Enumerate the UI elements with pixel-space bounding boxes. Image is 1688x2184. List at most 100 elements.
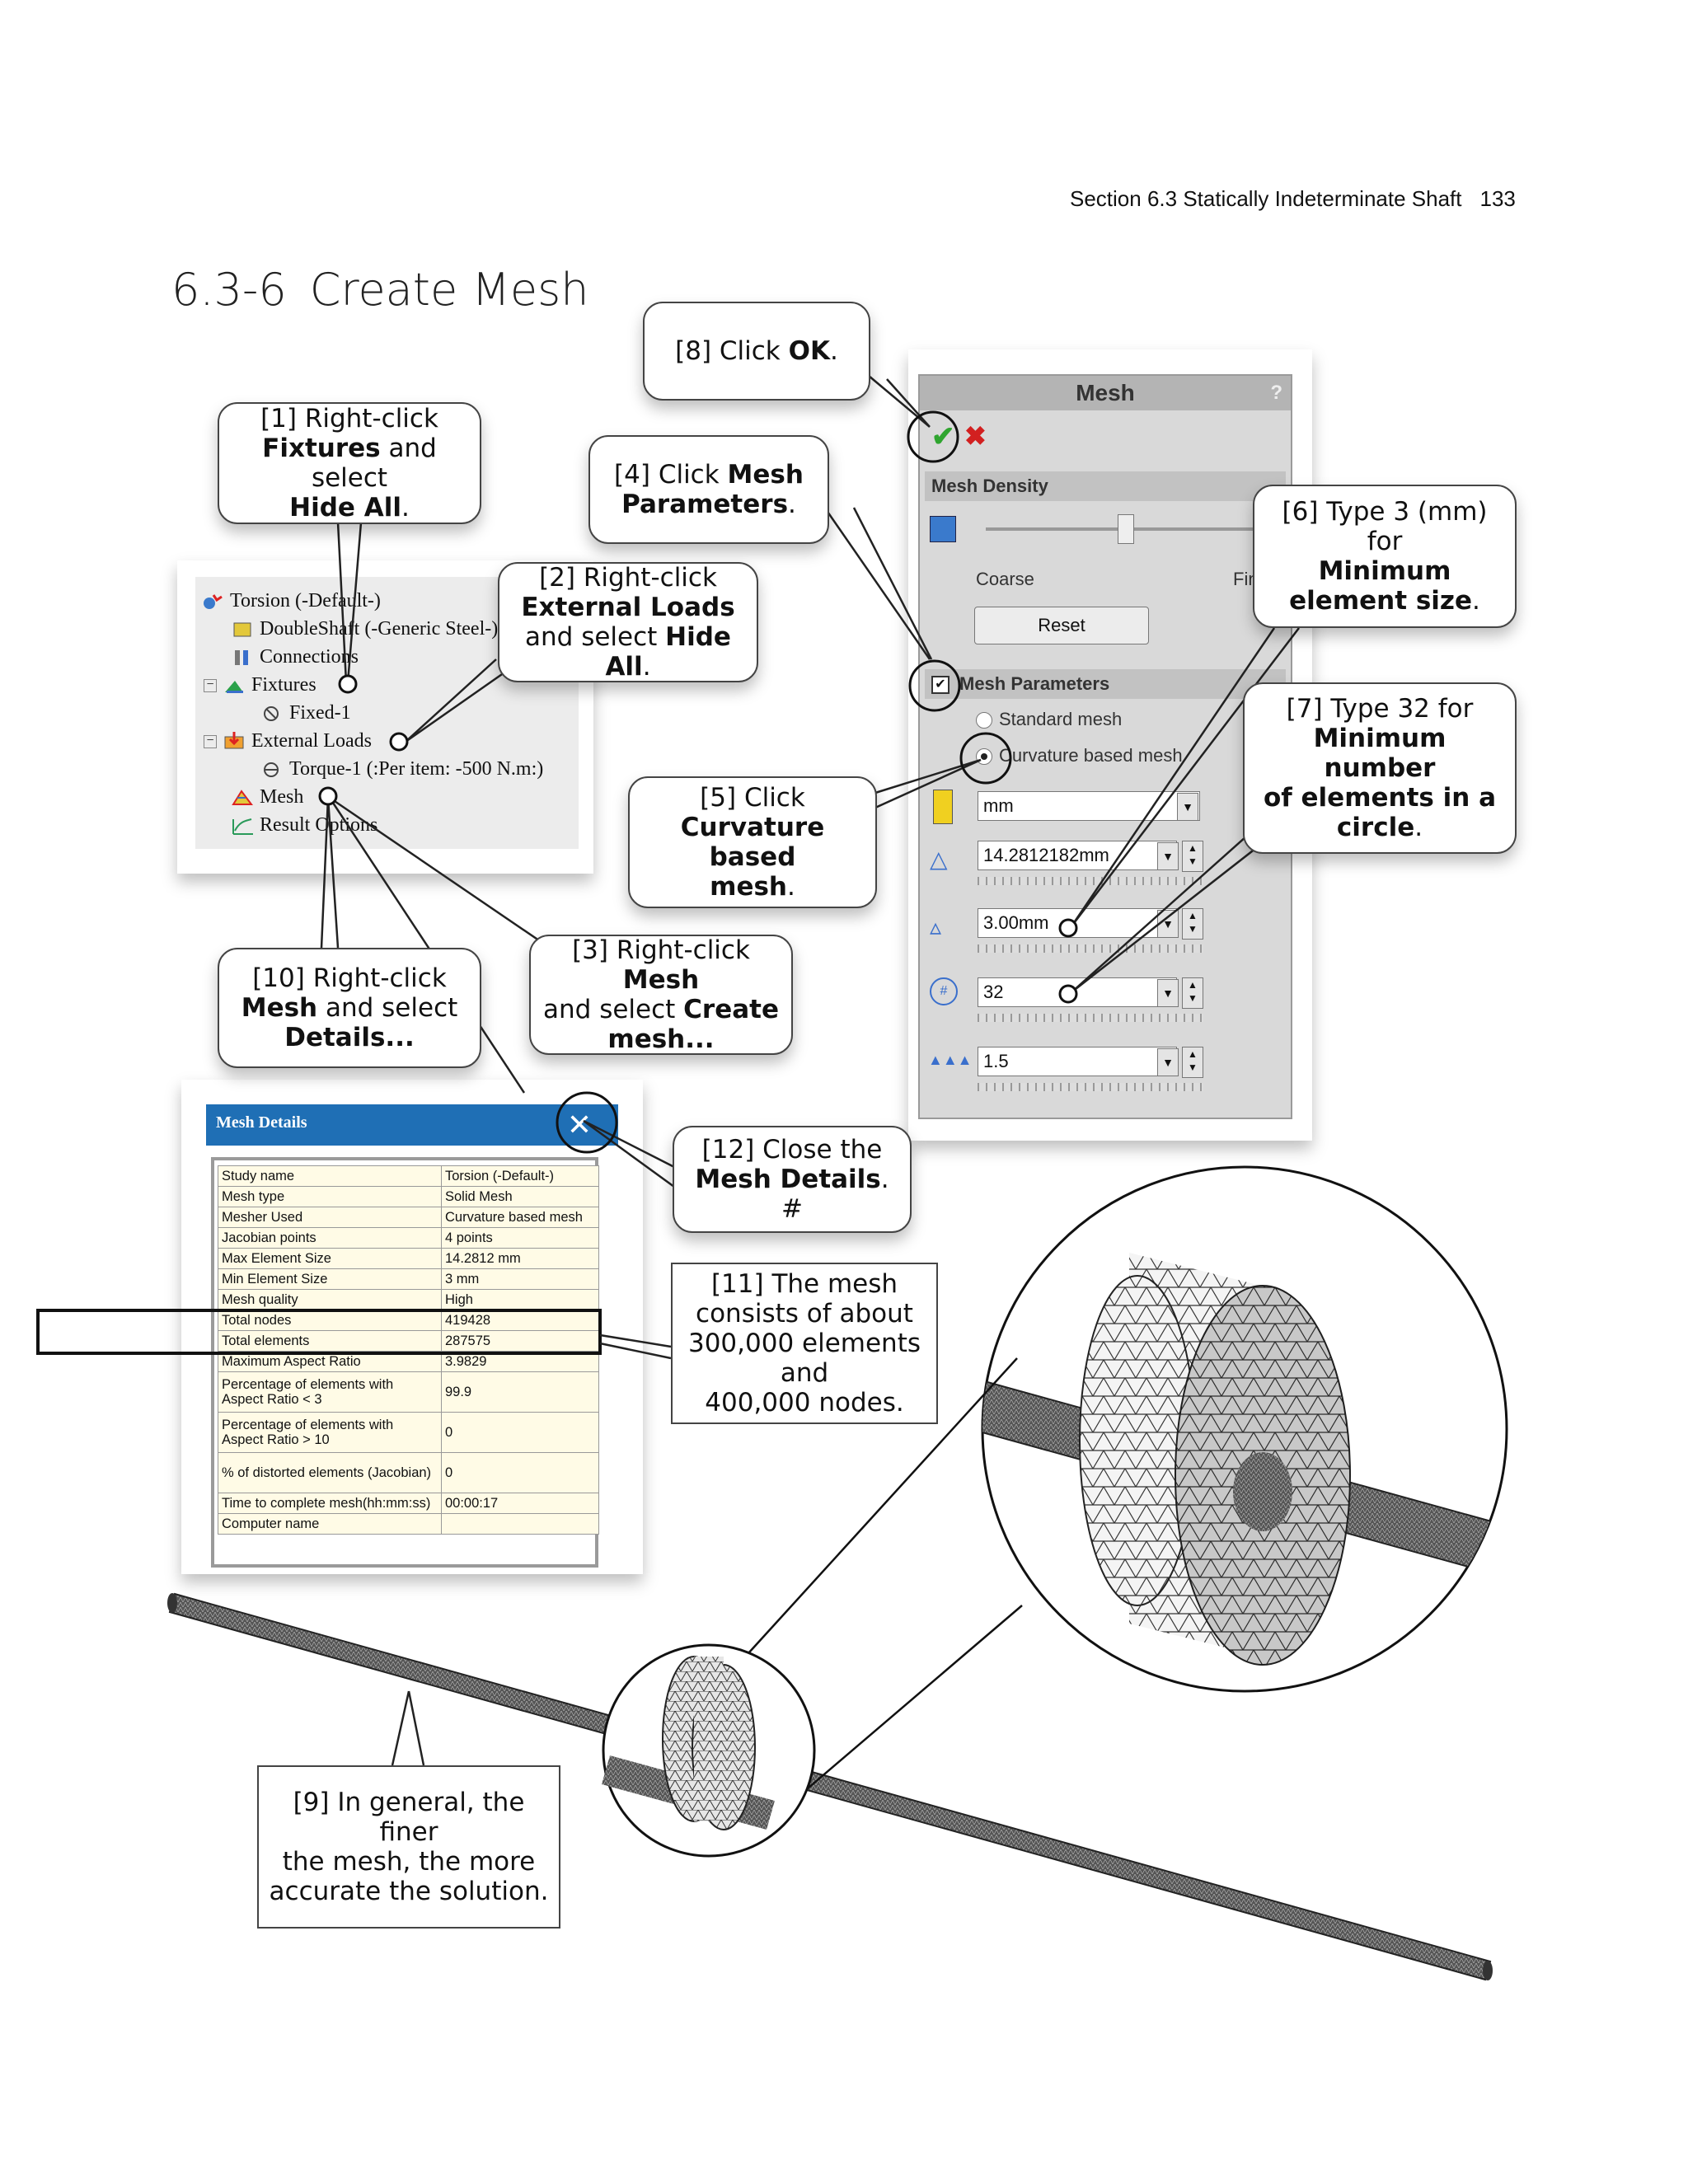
running-title: Section 6.3 Statically Indeterminate Sha… <box>1070 186 1462 211</box>
min-size-dropdown-icon[interactable]: ▼ <box>1157 910 1179 938</box>
detail-key: Total nodes <box>218 1310 442 1331</box>
tree-connections-label: Connections <box>260 646 359 668</box>
tree-loads-label: External Loads <box>251 730 372 752</box>
max-size-dropdown-icon[interactable]: ▼ <box>1157 842 1179 870</box>
large-disk-mesh <box>982 1253 1507 1666</box>
min-element-size-icon: ▵ <box>930 914 942 940</box>
table-row: % of distorted elements (Jacobian)0 <box>218 1452 599 1493</box>
ok-check-icon[interactable]: ✔ <box>931 421 955 452</box>
tree-fixtures[interactable]: − Fixtures <box>204 674 316 696</box>
mesh-density-header[interactable]: Mesh Density <box>925 471 1286 501</box>
tree-mesh[interactable]: Mesh <box>232 786 303 808</box>
min-size-spinner[interactable]: ▲▼ <box>1182 908 1203 940</box>
mesh-parameters-checkbox[interactable]: ✔ <box>931 676 950 694</box>
unit-dropdown-icon[interactable]: ▼ <box>1177 793 1198 821</box>
tree-torque-1[interactable]: Torque-1 (:Per item: -500 N.m:) <box>261 758 543 780</box>
max-element-size-field[interactable]: 14.2812182mm <box>978 841 1177 870</box>
detail-key: % of distorted elements (Jacobian) <box>218 1452 442 1493</box>
leader-lines <box>320 375 1300 1766</box>
tree-fixed-1[interactable]: Fixed-1 <box>261 702 351 724</box>
ratio-dropdown-icon[interactable]: ▼ <box>1157 1048 1179 1076</box>
detail-value <box>441 1513 599 1535</box>
unit-icon <box>933 790 953 824</box>
standard-mesh-radio[interactable] <box>976 712 992 729</box>
max-element-size-icon: △ <box>930 846 948 872</box>
max-size-slider[interactable] <box>978 877 1203 885</box>
coarse-label: Coarse <box>976 569 1034 589</box>
selection-circles <box>556 410 1012 1154</box>
shaft-mesh <box>167 1592 1493 1981</box>
density-slider-track[interactable] <box>986 527 1282 531</box>
detail-value: Solid Mesh <box>441 1186 599 1207</box>
tree-external-loads[interactable]: − External Loads <box>204 730 372 752</box>
min-element-size-field[interactable]: 3.00mm <box>978 908 1177 938</box>
callout-8: [8] Click OK. <box>643 302 870 401</box>
table-row: Percentage of elements with Aspect Ratio… <box>218 1371 599 1413</box>
mesh-density-icon <box>930 516 956 542</box>
result-options-icon <box>232 816 255 836</box>
mesh-panel-body: Mesh? ✔ ✖ Mesh Density Coarse Fine Reset… <box>918 374 1292 1119</box>
growth-ratio-icon: ▲▲▲ <box>928 1052 973 1068</box>
anchor-points <box>318 674 1078 1004</box>
detail-key: Min Element Size <box>218 1268 442 1290</box>
tree-part-label: DoubleShaft (-Generic Steel-) <box>260 618 499 640</box>
tree-connections[interactable]: Connections <box>232 646 359 668</box>
circle-elements-icon: # <box>930 977 958 1005</box>
part-icon <box>232 620 255 640</box>
curvature-mesh-label: Curvature based mesh <box>999 745 1183 766</box>
help-icon[interactable]: ? <box>1270 382 1282 404</box>
ratio-slider[interactable] <box>978 1083 1203 1091</box>
collapse-icon[interactable]: − <box>204 733 217 748</box>
density-slider-thumb[interactable] <box>1118 514 1134 544</box>
collapse-icon[interactable]: − <box>204 677 217 692</box>
detail-key: Study name <box>218 1165 442 1187</box>
study-icon <box>202 592 225 612</box>
detail-key: Percentage of elements with Aspect Ratio… <box>218 1371 442 1413</box>
table-row: Time to complete mesh(hh:mm:ss)00:00:17 <box>218 1493 599 1514</box>
detail-key: Percentage of elements with Aspect Ratio… <box>218 1412 442 1453</box>
circle-spinner[interactable]: ▲▼ <box>1182 977 1203 1009</box>
max-size-spinner[interactable]: ▲▼ <box>1182 841 1203 872</box>
circle-dropdown-icon[interactable]: ▼ <box>1157 979 1179 1007</box>
reset-button[interactable]: Reset <box>974 607 1149 644</box>
tree-fixed-label: Fixed-1 <box>289 702 351 724</box>
torque-icon <box>261 760 284 780</box>
table-row: Computer name <box>218 1513 599 1535</box>
ratio-spinner[interactable]: ▲▼ <box>1182 1047 1203 1078</box>
tree-part[interactable]: DoubleShaft (-Generic Steel-) <box>232 618 498 640</box>
section-number: 6.3-6 <box>171 264 287 316</box>
circle-slider[interactable] <box>978 1014 1203 1022</box>
detail-value: 00:00:17 <box>441 1493 599 1514</box>
page-number: 133 <box>1479 186 1516 211</box>
detail-key: Computer name <box>218 1513 442 1535</box>
mesh-parameters-header[interactable]: Mesh Parameters <box>925 669 1286 699</box>
growth-ratio-field[interactable]: 1.5 <box>978 1047 1177 1076</box>
mesh-panel-title: Mesh? <box>920 376 1291 410</box>
fixtures-icon <box>223 676 246 696</box>
min-size-slider[interactable] <box>978 944 1203 953</box>
fixed-icon <box>261 704 284 724</box>
detail-value: 0 <box>441 1452 599 1493</box>
mesh-property-manager: Mesh? ✔ ✖ Mesh Density Coarse Fine Reset… <box>908 349 1312 1141</box>
running-header: Section 6.3 Statically Indeterminate Sha… <box>1070 186 1516 212</box>
mesh-details-title: Mesh Details <box>206 1104 618 1146</box>
zoom-connectors <box>748 1357 1023 1789</box>
cancel-x-icon[interactable]: ✖ <box>964 421 987 451</box>
